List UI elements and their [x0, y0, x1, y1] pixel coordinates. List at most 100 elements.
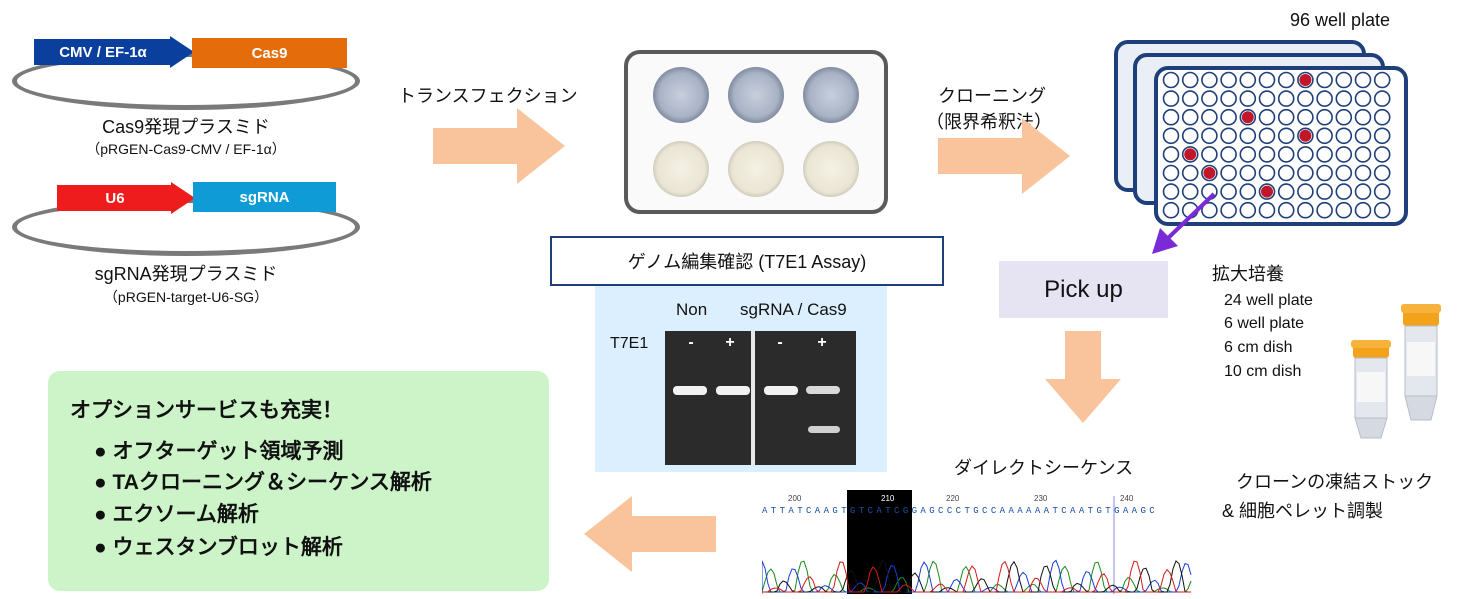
sequencing-label: ダイレクトシーケンス [954, 458, 1134, 478]
plate-well [1220, 146, 1237, 163]
plate-well [1354, 146, 1372, 163]
gel-col-non: Non [676, 300, 708, 319]
plate-well [1181, 183, 1199, 200]
lane-1-sign: - [688, 334, 694, 351]
plate-well [1239, 164, 1257, 182]
plate-well [1220, 164, 1237, 182]
assay-title: ゲノム編集確認 (T7E1 Assay) [627, 252, 867, 272]
sgrna-gene-label: sgRNA [239, 188, 290, 206]
plate-well [1354, 201, 1372, 219]
band-lane3 [764, 386, 798, 395]
plate-well [1373, 164, 1391, 182]
seq-tick-200: 200 [788, 494, 802, 503]
plate-well [1162, 183, 1180, 200]
plate-well [1258, 146, 1276, 163]
option-label: オフターゲット領域予測 [112, 440, 344, 463]
plate-well [1258, 71, 1276, 89]
plate-well [1162, 201, 1180, 219]
well-4 [653, 141, 709, 197]
cloning-arrow [938, 118, 1070, 194]
plate-well [1277, 71, 1295, 89]
plate-well [1373, 90, 1391, 107]
plate-well [1297, 164, 1314, 182]
well-6 [803, 141, 859, 197]
plate-well [1335, 164, 1353, 182]
lane-4-sign: + [817, 334, 827, 351]
option-item-western: ● ウェスタンブロット解析 [94, 531, 343, 561]
plate-well [1297, 183, 1314, 200]
cas9-gene-label: Cas9 [251, 44, 288, 62]
plate-well [1354, 90, 1372, 107]
plate-well [1201, 201, 1218, 219]
stock-label-2: & 細胞ペレット調製 [1222, 501, 1384, 521]
plate-well [1316, 108, 1333, 126]
u6-promoter-label: U6 [105, 189, 125, 207]
band-lane2 [716, 386, 750, 395]
band-lane1 [673, 386, 707, 395]
gel-row-label: T7E1 [610, 335, 649, 352]
sgrna-plasmid-name: sgRNA発現プラスミド [94, 264, 278, 284]
options-box [48, 371, 549, 591]
expansion-item-10cm: 10 cm dish [1224, 363, 1302, 380]
cryo-tubes-image [1351, 304, 1441, 439]
plate-well [1258, 201, 1276, 219]
transfection-arrow [433, 108, 565, 184]
plate-well [1316, 71, 1333, 89]
positive-well-marker [1203, 167, 1216, 179]
plate-well [1373, 146, 1391, 163]
plate-well [1373, 183, 1391, 200]
plate-well [1297, 108, 1314, 126]
plate-well [1316, 90, 1333, 107]
plate-well [1316, 146, 1333, 163]
u6-arrow-shape [57, 182, 195, 214]
plate-well [1277, 90, 1295, 107]
plate-well [1277, 108, 1295, 126]
option-bullet: ● [94, 440, 107, 463]
plate-well [1220, 90, 1237, 107]
plate-well [1297, 146, 1314, 163]
plate-well [1277, 183, 1295, 200]
cmv-promoter-label: CMV / EF-1α [59, 43, 147, 61]
option-item-ta-cloning: ● TAクローニング＆シーケンス解析 [94, 466, 432, 496]
plate-well [1162, 127, 1180, 145]
cas9-plasmid-name: Cas9発現プラスミド [102, 117, 270, 137]
plate-well [1181, 108, 1199, 126]
sgrna-plasmid-subtitle: （pRGEN-target-U6-SG） [103, 289, 269, 305]
plate-well [1354, 164, 1372, 182]
plate-well [1373, 108, 1391, 126]
return-arrow [584, 496, 716, 572]
plate-well [1162, 164, 1180, 182]
well-5 [728, 141, 784, 197]
expansion-item-24well: 24 well plate [1224, 292, 1313, 309]
plate-well [1220, 183, 1237, 200]
plate-well [1239, 183, 1257, 200]
plate-well [1373, 71, 1391, 89]
sequencing-chromatogram [762, 490, 1192, 594]
well-3 [803, 67, 859, 123]
pick-up-arrow [1152, 192, 1216, 254]
plate-well [1354, 108, 1372, 126]
plate-well [1316, 164, 1333, 182]
plate-well [1277, 127, 1295, 145]
positive-well-marker [1241, 111, 1254, 124]
chromatogram-trace [762, 559, 1192, 594]
plate-well [1258, 90, 1276, 107]
plate-well [1354, 183, 1372, 200]
cas9-gene-box: Cas9 [192, 38, 347, 68]
plate-well [1162, 146, 1180, 163]
sgrna-gene-box: sgRNA [193, 182, 336, 212]
plate-well [1201, 127, 1218, 145]
plate-well [1239, 90, 1257, 107]
cmv-arrow-shape [34, 36, 194, 68]
positive-well-marker [1184, 148, 1197, 161]
plate-well [1162, 71, 1180, 89]
plate-well [1277, 201, 1295, 219]
option-bullet: ● [94, 503, 107, 526]
plate-well [1181, 71, 1199, 89]
assay-title-box: ゲノム編集確認 (T7E1 Assay) [550, 236, 944, 286]
stock-label-1: クローンの凍結ストック [1236, 472, 1434, 492]
u6-promoter-arrow: U6 [57, 182, 195, 214]
plate-well [1220, 108, 1237, 126]
option-bullet: ● [94, 536, 107, 559]
plate-well [1297, 201, 1314, 219]
